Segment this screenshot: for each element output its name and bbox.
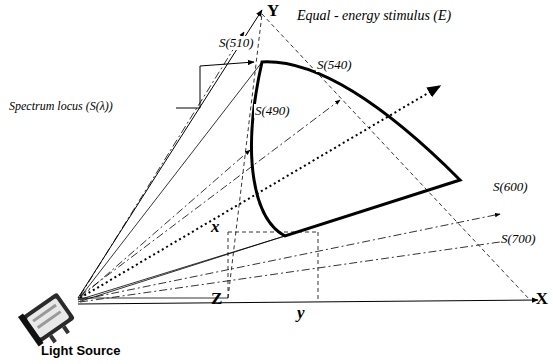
spectrum-locus [252,62,460,236]
ray [78,62,262,300]
leader-line [176,62,254,108]
wavelength-label: S(600) [492,180,529,194]
axis-label: X [535,290,549,309]
axis-label: Z [210,290,223,309]
coordinate-label: x [210,218,221,237]
axis-label: Y [266,2,280,21]
plane-edge [228,232,229,298]
wavelength-ray [80,150,250,298]
plane-edge [228,14,262,298]
wavelength-ray [80,100,340,296]
ray [78,298,228,299]
wavelength-label: S(700) [500,232,537,246]
plane-edge [262,14,530,300]
y-axis [78,10,262,298]
source-label: Light Source [40,344,121,358]
coordinate-line [228,232,318,233]
lamp-symbol [18,291,80,352]
coordinate-line [318,232,319,300]
wavelength-ray [80,238,528,302]
x-axis [78,300,538,304]
coordinate-label: y [296,304,306,323]
wavelength-label: S(490) [254,104,291,118]
stimulus-label: Equal - energy stimulus (E) [296,8,452,23]
equal-energy-ray [80,86,440,298]
wavelength-label: S(540) [316,58,353,72]
wavelength-ray [80,214,500,300]
locus-label: Spectrum locus (S(λ)) [8,100,114,113]
wavelength-ray [80,32,244,296]
wavelength-label: S(510) [218,36,255,50]
